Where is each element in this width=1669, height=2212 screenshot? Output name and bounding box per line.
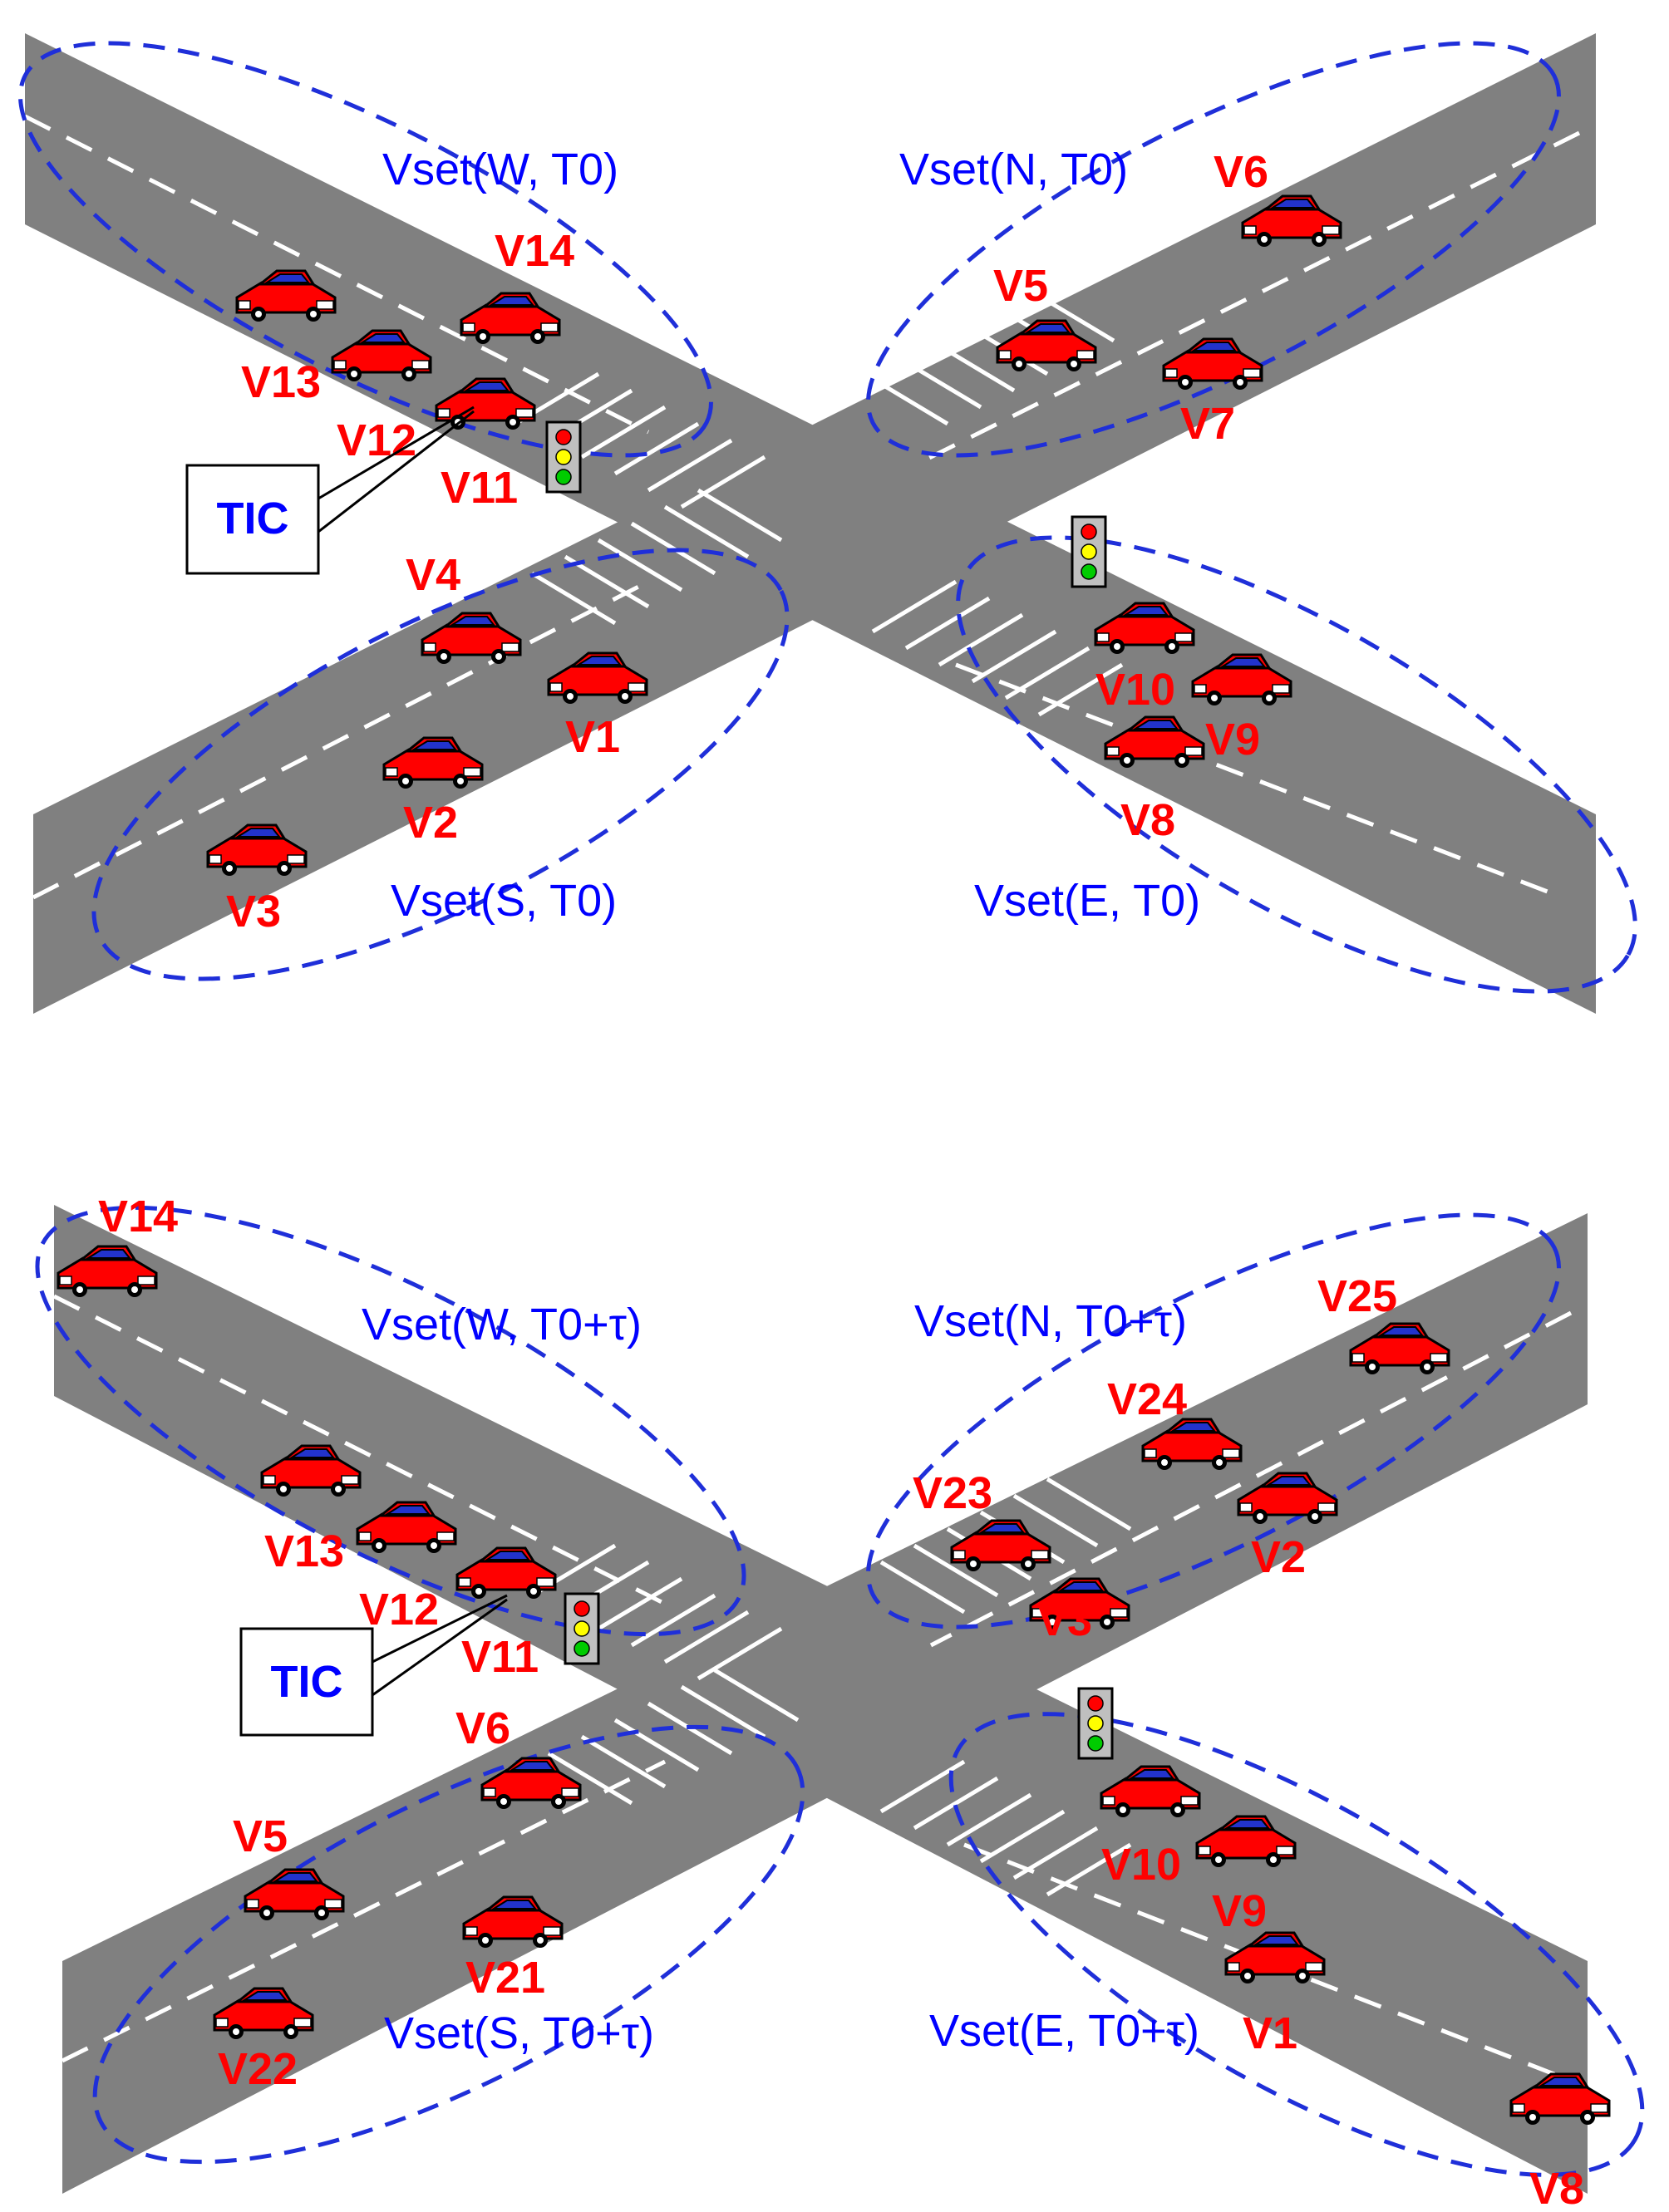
vehicle-label: V3 bbox=[1037, 1595, 1092, 1645]
vehicle-label: V10 bbox=[1101, 1840, 1181, 1890]
vset-s-label: Vset(S, T0) bbox=[391, 876, 617, 926]
vset-w-ellipse bbox=[35, 1205, 746, 1637]
vehicle-label: V13 bbox=[241, 357, 321, 407]
vehicle-label: V7 bbox=[1180, 399, 1235, 449]
vehicle-label: V1 bbox=[565, 712, 620, 762]
vehicle-label: V5 bbox=[233, 1811, 288, 1861]
tic-label: TIC bbox=[217, 494, 289, 543]
vehicle-label: V2 bbox=[1251, 1532, 1306, 1582]
vehicle-label: V25 bbox=[1317, 1271, 1397, 1321]
traffic-light-icon bbox=[564, 1592, 600, 1665]
vehicle-label: V22 bbox=[218, 2044, 298, 2094]
vehicle-label: V8 bbox=[1529, 2164, 1584, 2212]
tic-label: TIC bbox=[271, 1657, 343, 1707]
vset-e-label: Vset(E, T0+τ) bbox=[929, 2006, 1199, 2056]
vset-n-label: Vset(N, T0+τ) bbox=[914, 1296, 1187, 1346]
vset-w-ellipse bbox=[18, 41, 713, 458]
vehicle-label: V1 bbox=[1243, 2008, 1297, 2058]
traffic-light-icon bbox=[545, 420, 582, 494]
tic-callout: TIC bbox=[239, 1594, 508, 1737]
vehicle-label: V9 bbox=[1205, 715, 1260, 764]
vehicle-label: V9 bbox=[1212, 1886, 1267, 1936]
vset-n-label: Vset(N, T0) bbox=[899, 145, 1128, 194]
vehicle-label: V14 bbox=[98, 1192, 178, 1241]
vset-w-label: Vset(W, T0) bbox=[382, 145, 618, 194]
vehicle-label: V12 bbox=[359, 1585, 439, 1634]
vehicle-label: V4 bbox=[406, 550, 460, 600]
vehicle-label: V14 bbox=[495, 226, 574, 276]
vehicle-label: V6 bbox=[1214, 147, 1268, 197]
vehicle-label: V3 bbox=[226, 887, 281, 936]
vehicle-label: V23 bbox=[913, 1468, 992, 1518]
vehicle-label: V5 bbox=[993, 261, 1048, 311]
panel-bottom: V14 V13 V12 V11 V25 V24 V23 V2 V3 V6 V5 … bbox=[35, 1192, 1645, 2212]
vset-w-label: Vset(W, T0+τ) bbox=[362, 1300, 642, 1349]
vehicle-label: V24 bbox=[1107, 1374, 1187, 1424]
vehicle-label: V6 bbox=[455, 1703, 510, 1753]
vset-e-label: Vset(E, T0) bbox=[974, 876, 1200, 926]
vset-n-ellipse bbox=[866, 1212, 1561, 1630]
crosswalks-top bbox=[514, 288, 1124, 717]
traffic-light-icon bbox=[1071, 515, 1107, 588]
crosswalks-bottom bbox=[530, 1477, 1132, 1897]
vset-s-ellipse bbox=[91, 548, 790, 981]
vehicle-label: V11 bbox=[461, 1632, 539, 1682]
vset-e-ellipse bbox=[956, 535, 1637, 994]
vehicle-label: V12 bbox=[337, 415, 416, 465]
vset-e-ellipse bbox=[948, 1712, 1645, 2177]
vehicle-label: V21 bbox=[465, 1953, 545, 2003]
vehicle-label: V2 bbox=[403, 798, 458, 848]
panel-top: V14 V13 V12 V11 V6 V5 V7 V4 V1 V2 V3 V10… bbox=[18, 33, 1637, 1014]
tic-callout: TIC bbox=[185, 406, 475, 575]
vehicle-label: V8 bbox=[1120, 795, 1175, 845]
vehicle-label: V10 bbox=[1095, 665, 1175, 715]
vset-n-ellipse bbox=[866, 41, 1561, 458]
traffic-light-icon bbox=[1077, 1687, 1114, 1760]
vehicle-label: V13 bbox=[264, 1526, 344, 1576]
vehicle-label: V11 bbox=[441, 463, 518, 513]
vset-s-ellipse bbox=[92, 1724, 805, 2165]
vset-s-label: Vset(S, T0+τ) bbox=[384, 2008, 654, 2058]
